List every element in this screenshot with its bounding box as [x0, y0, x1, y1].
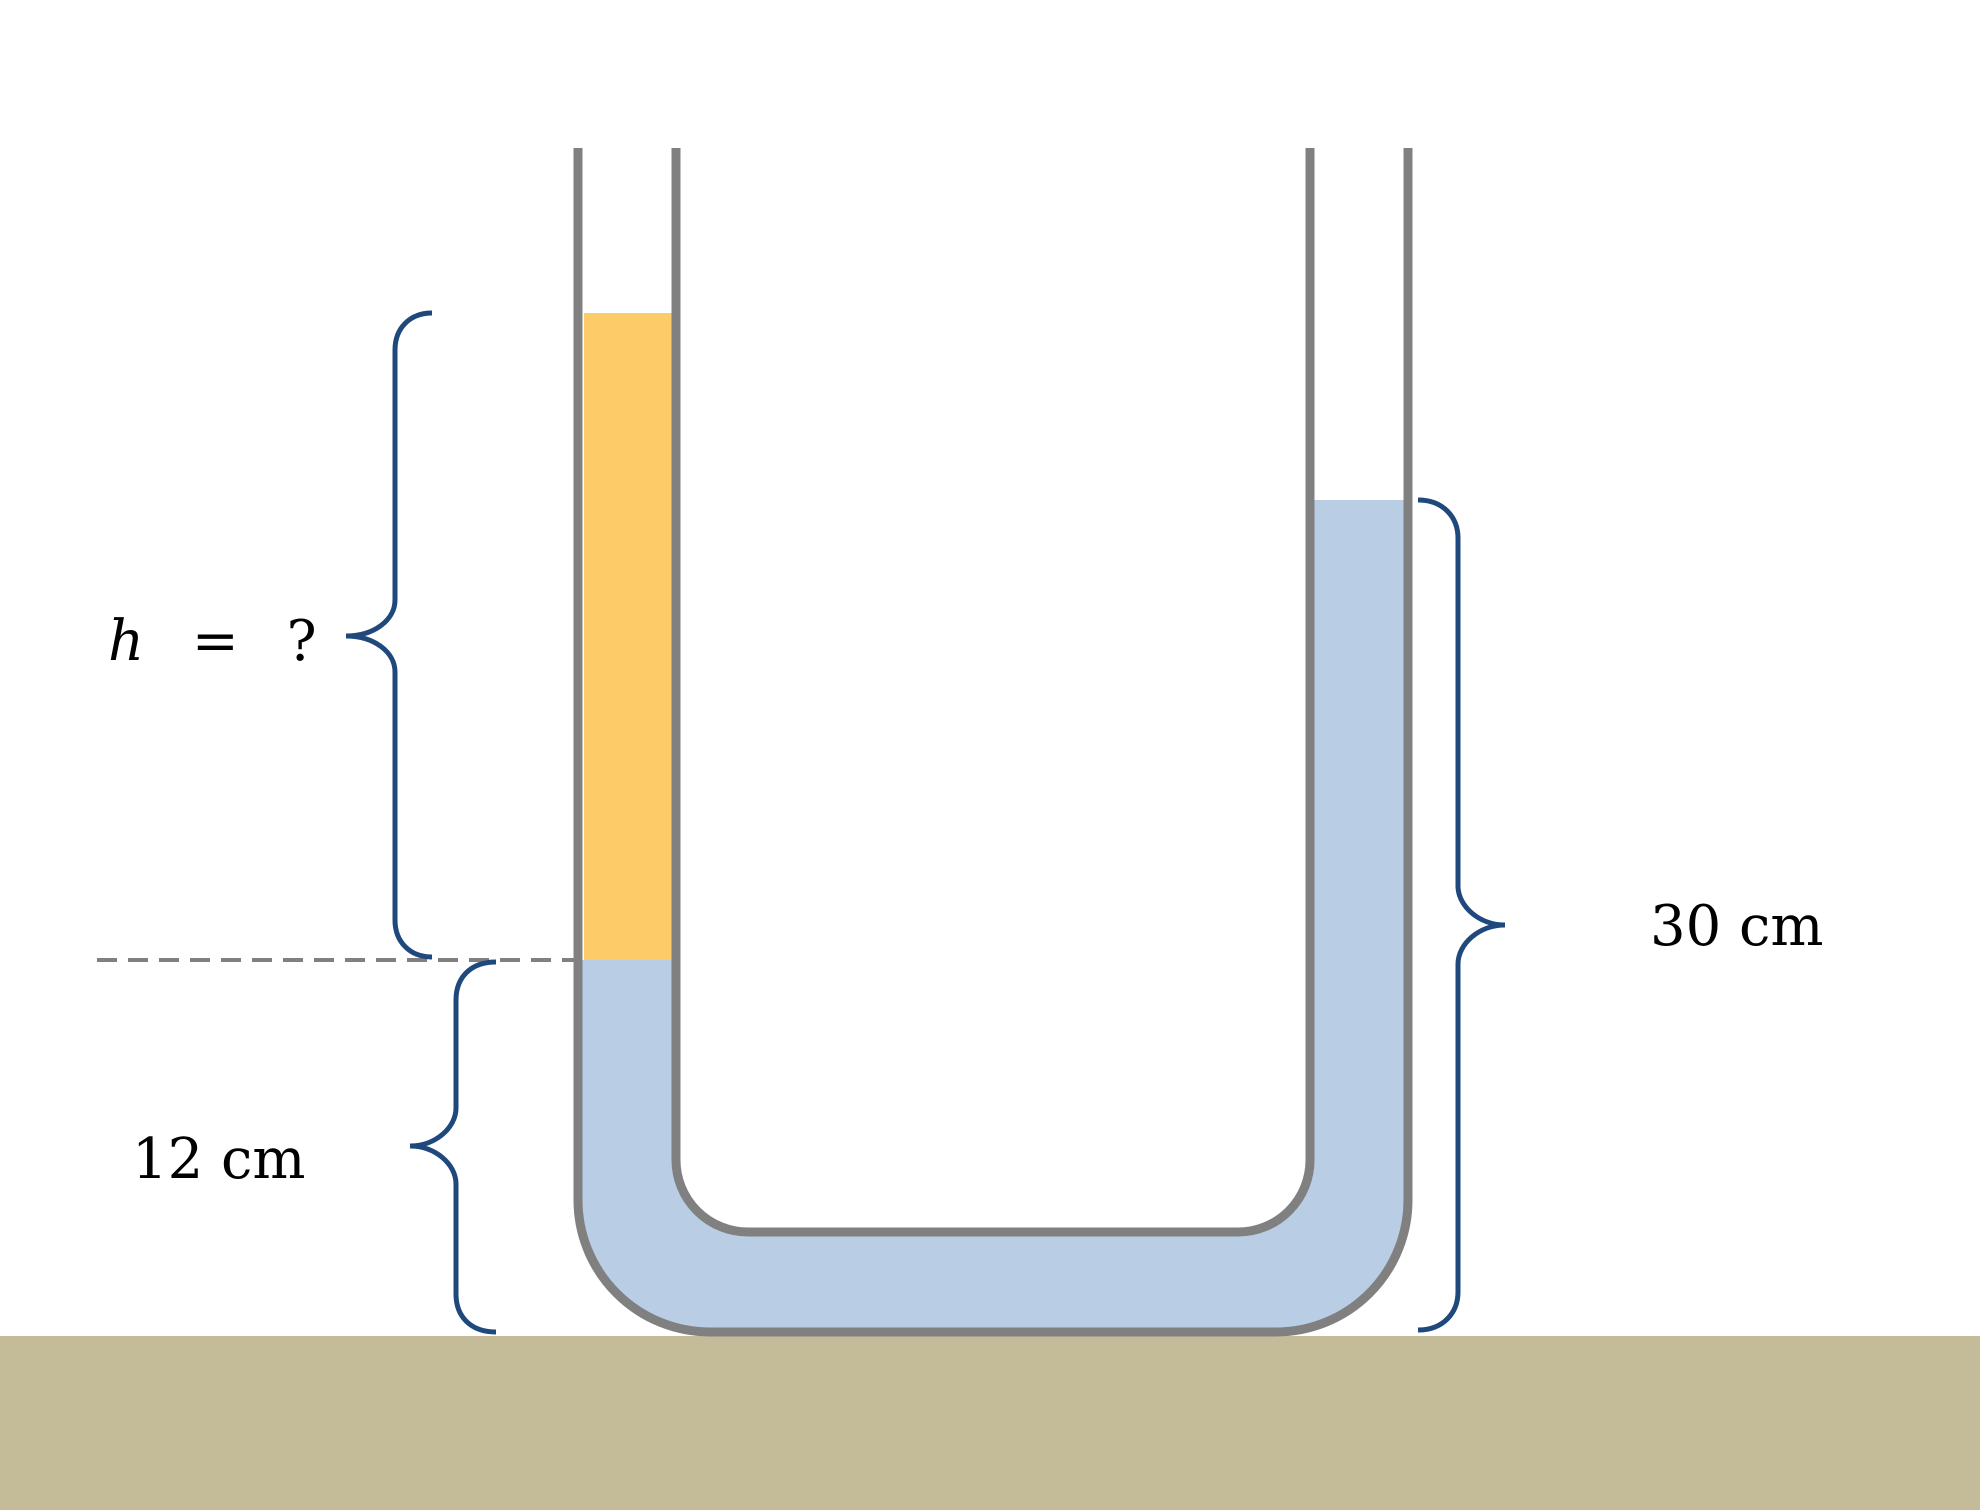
- brace-h: [345, 310, 433, 960]
- label-h-equals: =: [192, 609, 239, 674]
- brace-12cm: [409, 959, 497, 1335]
- label-h-value: ?: [287, 609, 317, 674]
- ground: [0, 1336, 1980, 1510]
- label-h-variable: h: [108, 609, 144, 674]
- water: [582, 500, 1404, 1332]
- brace-30cm: [1417, 497, 1506, 1333]
- label-30cm: 30 cm: [1650, 894, 1824, 959]
- oil-column: [584, 313, 672, 960]
- label-h: h = ?: [108, 609, 317, 674]
- label-12cm: 12 cm: [132, 1127, 306, 1192]
- tube-inner-wall: [671, 148, 1315, 1237]
- tube-outer-wall: [573, 148, 1413, 1337]
